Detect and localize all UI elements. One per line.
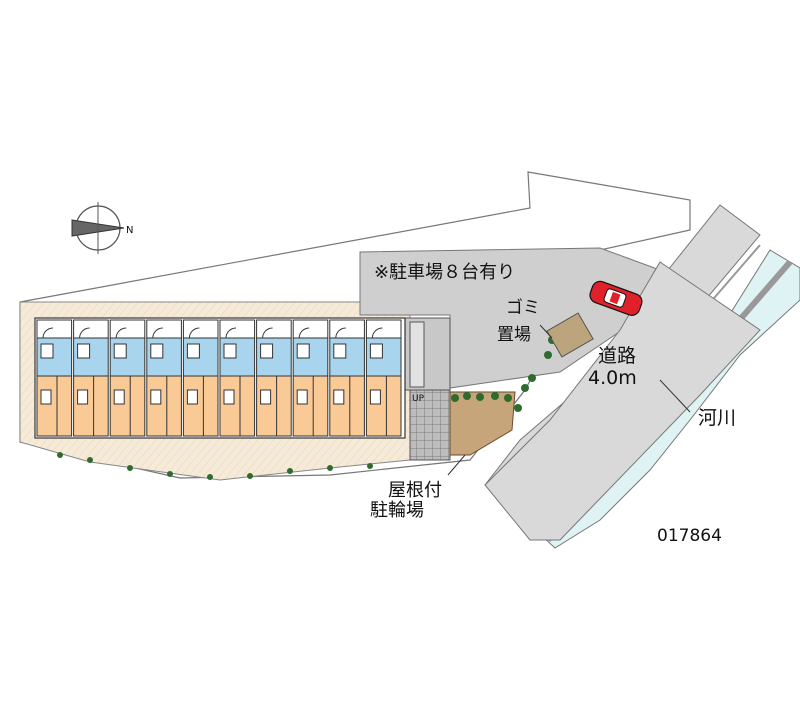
parking-lot (359, 247, 661, 389)
apartment-unit (109, 319, 146, 437)
car-icon (589, 280, 643, 316)
apartment-unit (365, 319, 402, 437)
apartment-unit (146, 319, 182, 437)
apartment-building (34, 317, 406, 439)
river-leader (659, 379, 691, 413)
garbage-label-2: 置場 (497, 325, 531, 345)
bike-parking-label-1: 屋根付 (388, 480, 442, 501)
road-diagonal (484, 261, 761, 541)
apartment-unit (73, 319, 109, 437)
apartment-unit (256, 319, 292, 437)
road-label: 道路 (598, 345, 636, 367)
apartment-unit (182, 319, 219, 437)
apartment-unit (292, 319, 329, 437)
apartment-unit (329, 319, 365, 437)
apartment-unit (36, 319, 73, 437)
garbage-label-1: ゴミ (506, 297, 540, 318)
property-id: 017864 (657, 526, 722, 546)
river-label: 河川 (698, 407, 736, 429)
bike-parking-label-2: 駐輪場 (370, 500, 424, 521)
bike-leader (447, 454, 466, 476)
stairs-label: UP (412, 394, 425, 404)
garbage-area (546, 312, 594, 358)
garbage-leader (539, 324, 553, 339)
parking-label: ※駐車場８台有り (374, 262, 515, 283)
road-width-label: 4.0m (588, 367, 637, 389)
compass-icon: N (71, 202, 133, 254)
entrance-patio (449, 391, 516, 456)
apartment-unit (219, 319, 256, 437)
compass-letter: N (126, 225, 133, 236)
